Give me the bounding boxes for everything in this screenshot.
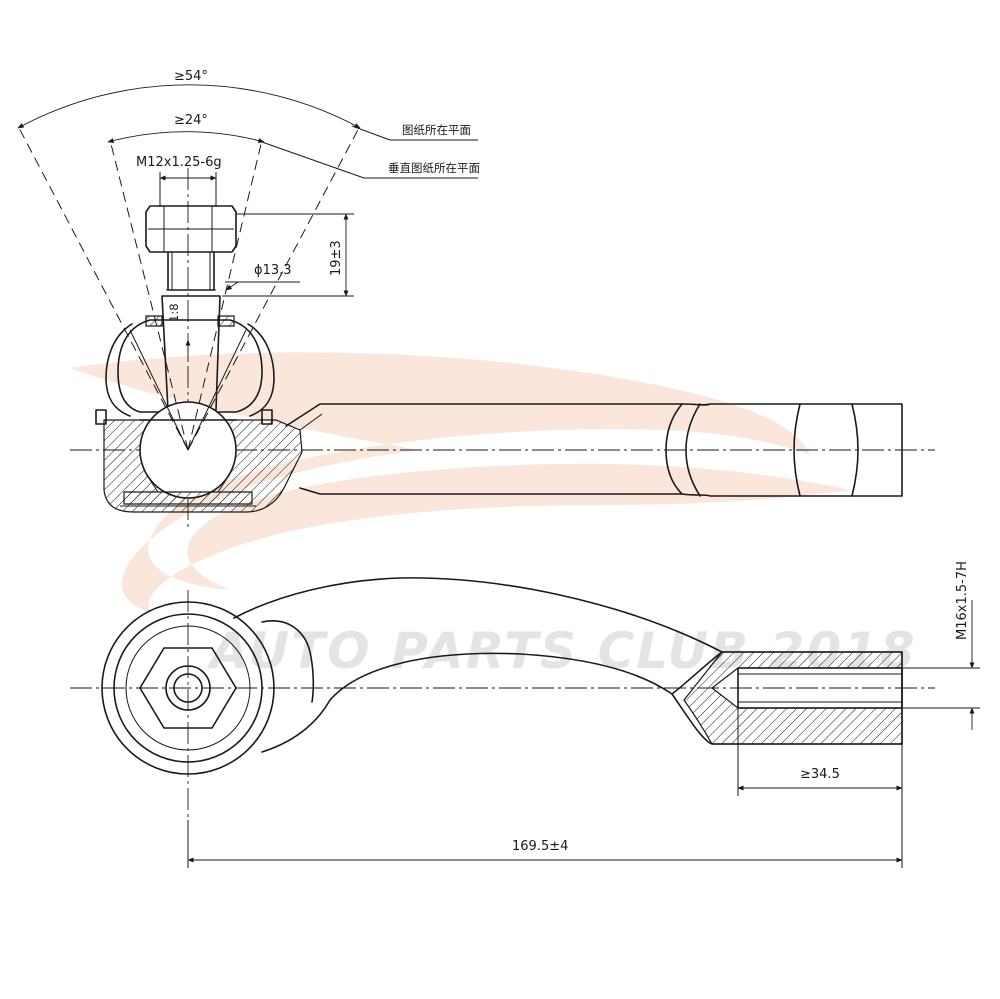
thread-stud-label: M12x1.25-6g [136,155,222,170]
stud-height-label: 19±3 [329,240,344,276]
plane-perpendicular-label: 垂直图纸所在平面 [388,161,480,175]
plane-drawing-label: 图纸所在平面 [402,123,471,137]
thread-end-label: M16x1.5-7H [955,561,970,640]
overall-length-label: 169.5±4 [512,839,568,854]
angle-outer-label: ≥54° [174,69,208,84]
socket-outer-ring [101,601,275,775]
top-view-section [17,125,935,530]
stud-diameter-label: ϕ13.3 [254,263,292,278]
threaded-bore-section [683,651,903,745]
angle-inner-label: ≥24° [174,113,208,128]
taper-label: 1:8 [167,303,181,322]
thread-depth-label: ≥34.5 [800,767,840,782]
hex-nut-top [139,647,237,729]
dust-boot [117,319,263,413]
tie-rod-arm [285,403,683,495]
watermark: AUTO PARTS CLUB 2018 [70,352,917,680]
arm-outline-plan [233,577,903,653]
threaded-stud [167,251,215,291]
castle-nut [145,205,237,253]
watermark-swoosh [70,352,850,612]
watermark-text: AUTO PARTS CLUB 2018 [206,622,917,680]
angle-arc-outer [17,84,361,129]
threaded-end [681,403,903,497]
angle-arc-inner [107,131,265,143]
bottom-view-plan [70,577,935,820]
